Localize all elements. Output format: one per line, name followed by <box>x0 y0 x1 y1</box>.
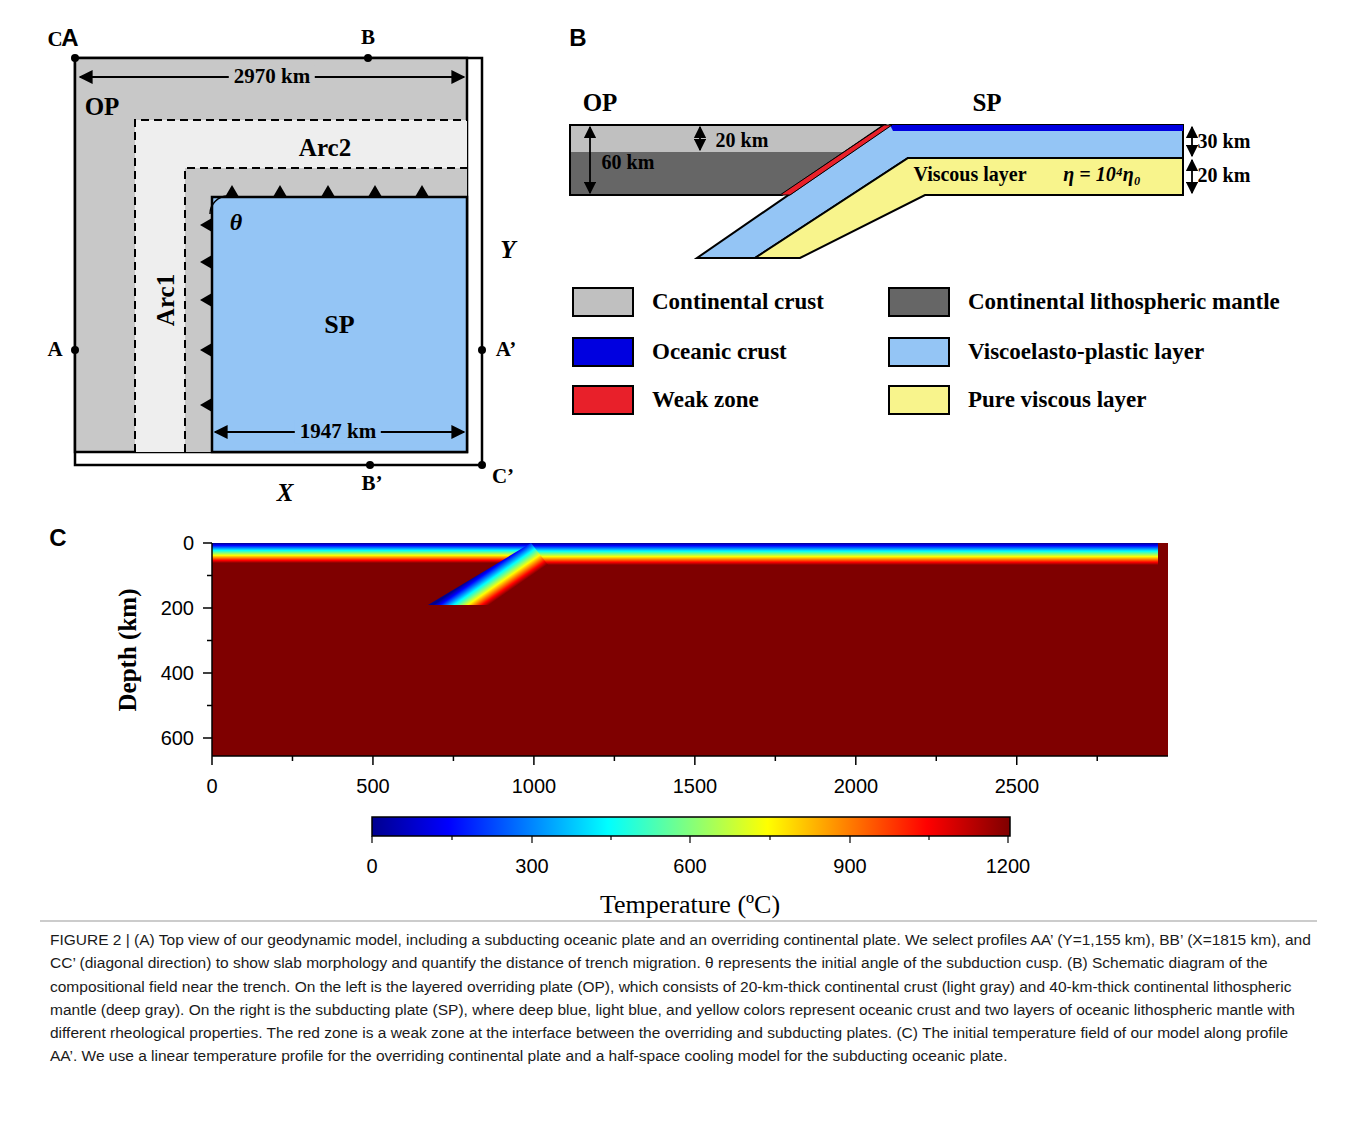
legend-entry: Continental lithospheric mantle <box>888 287 1280 317</box>
legend-entry: Weak zone <box>572 385 759 415</box>
angle-symbol: θ <box>230 209 242 235</box>
arc-name: Arc2 <box>299 134 351 162</box>
legend-text: Continental lithospheric mantle <box>968 289 1280 315</box>
layer-name: Viscous layer <box>913 163 1026 185</box>
legend-entry: Oceanic crust <box>572 337 787 367</box>
profile-end: B’ <box>362 472 383 495</box>
plate-name: SP <box>324 310 354 340</box>
legend-text: Continental crust <box>652 289 824 315</box>
legend-swatch <box>572 385 634 415</box>
panel-letter: B <box>569 25 586 51</box>
panel-letter: A <box>61 25 78 51</box>
tick-label: 1500 <box>673 775 718 797</box>
tick-label: 200 <box>161 597 194 619</box>
profile-end: C <box>47 28 62 51</box>
profile-end: B <box>361 26 375 49</box>
legend-text: Oceanic crust <box>652 339 787 365</box>
dimension: 20 km <box>1198 164 1251 186</box>
plate-region: SP <box>212 197 467 452</box>
tick-label: 600 <box>161 727 194 749</box>
axis-title: Depth (km) <box>114 589 142 712</box>
figure-caption: FIGURE 2 | (A) Top view of our geodynami… <box>50 928 1312 1068</box>
legend-swatch <box>888 385 950 415</box>
tick-label: 600 <box>673 855 706 877</box>
dimension: 30 km <box>1198 130 1251 152</box>
tick-label: 0 <box>183 532 194 554</box>
tick-label: 400 <box>161 662 194 684</box>
axis-name: Y <box>500 236 515 264</box>
legend-text: Viscoelasto-plastic layer <box>968 339 1204 365</box>
legend-swatch <box>888 287 950 317</box>
tick-label: 2500 <box>995 775 1040 797</box>
legend-swatch <box>572 287 634 317</box>
legend-entry: Continental crust <box>572 287 824 317</box>
arc-name: Arc1 <box>152 274 180 326</box>
plate-name: OP <box>85 93 120 121</box>
tick-label: 2000 <box>834 775 879 797</box>
tick-label: 900 <box>833 855 866 877</box>
viscosity-label: η = 10⁴η₀ <box>1063 163 1140 185</box>
legend-text: Pure viscous layer <box>968 387 1146 413</box>
tick-label: 0 <box>366 855 377 877</box>
dimension: 1947 km <box>295 420 381 443</box>
temperature-field <box>203 543 1168 843</box>
dimension: 2970 km <box>229 65 315 88</box>
legend-entry: Viscoelasto-plastic layer <box>888 337 1204 367</box>
plate-name: OP <box>583 89 618 117</box>
top-view <box>71 54 486 469</box>
axis-title: Temperature (ºC) <box>600 891 780 920</box>
tick-label: 0 <box>206 775 217 797</box>
dimension: 60 km <box>602 151 655 173</box>
profile-end: A <box>47 338 62 361</box>
profile-end: A’ <box>496 338 517 361</box>
tick-label: 300 <box>515 855 548 877</box>
tick-label: 500 <box>356 775 389 797</box>
legend-text: Weak zone <box>652 387 759 413</box>
composition-section <box>570 125 1192 258</box>
axis-name: X <box>277 479 294 507</box>
legend-swatch <box>888 337 950 367</box>
dimension: 20 km <box>716 129 769 151</box>
legend-entry: Pure viscous layer <box>888 385 1146 415</box>
panel-letter: C <box>49 525 66 551</box>
plate-name: SP <box>972 89 1001 117</box>
tick-label: 1200 <box>986 855 1031 877</box>
legend-swatch <box>572 337 634 367</box>
profile-end: C’ <box>492 465 514 488</box>
tick-label: 1000 <box>512 775 557 797</box>
